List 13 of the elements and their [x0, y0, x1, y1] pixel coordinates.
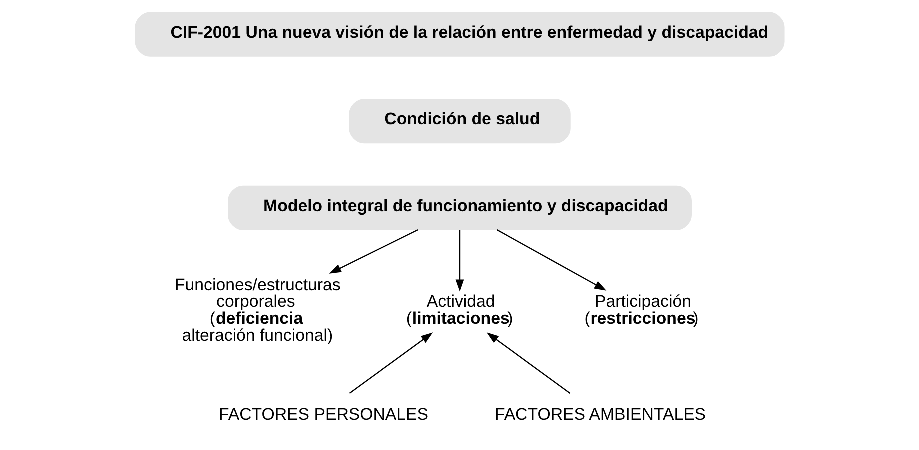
node-text: FACTORES PERSONALES: [218, 404, 428, 424]
node-box: CIF-2001 Una nueva visión de la relación entre enfermedad y discapacidad: [134, 12, 784, 57]
node-text: Participación (restricciones): [584, 292, 698, 328]
node-box: Modelo integral de funcionamiento y discapacidad: [228, 186, 692, 230]
arrow: [348, 332, 433, 394]
node-box: Condición de salud: [348, 99, 570, 144]
arrow: [455, 230, 464, 292]
node-text: Funciones/estructuras corporales (deficiencia alteración funcional): [174, 275, 340, 345]
arrow: [496, 230, 606, 291]
node-text: FACTORES AMBIENTALES: [494, 404, 706, 424]
arrow: [328, 230, 418, 274]
arrow: [486, 332, 570, 394]
node-text: Actividad (limitaciones): [406, 292, 513, 328]
